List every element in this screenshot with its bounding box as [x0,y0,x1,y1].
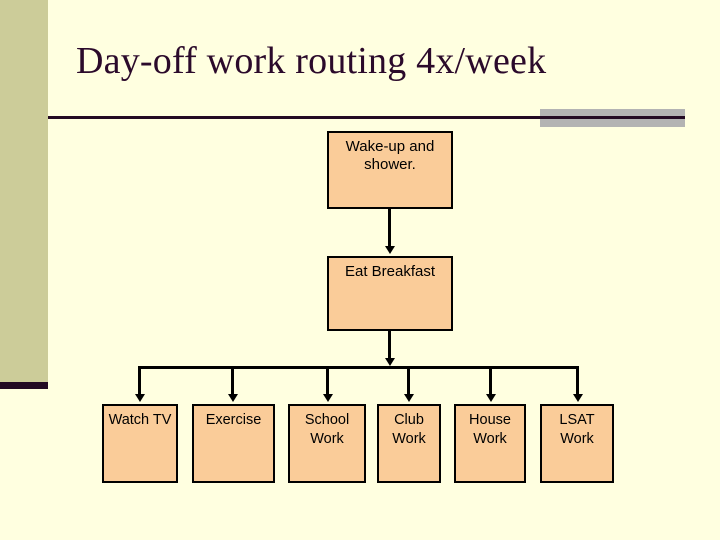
sidebar-foot-bar [0,382,48,389]
edge-bus-to-club-work-line [407,366,410,396]
edge-bus-to-watch-tv-line [138,366,141,396]
edge-bus-to-lsat-work-line [576,366,579,396]
flow-node-exercise[interactable]: Exercise [192,404,275,483]
edge-bus-to-exercise-arrow [228,394,238,402]
flow-node-school-work[interactable]: School Work [288,404,366,483]
edge-breakfast-to-bus-arrow [385,358,395,366]
edge-bus-to-school-work-arrow [323,394,333,402]
distribution-bus-line [138,366,579,369]
edge-bus-to-house-work-line [489,366,492,396]
edge-wakeup-to-breakfast-arrow [385,246,395,254]
flow-node-watch-tv[interactable]: Watch TV [102,404,178,483]
edge-bus-to-club-work-arrow [404,394,414,402]
flow-node-eat-breakfast[interactable]: Eat Breakfast [327,256,453,331]
flow-node-wake-up[interactable]: Wake-up and shower. [327,131,453,209]
page-title: Day-off work routing 4x/week [76,40,547,82]
title-underline-rule [48,116,685,119]
flow-node-club-work[interactable]: Club Work [377,404,441,483]
flow-node-house-work[interactable]: House Work [454,404,526,483]
edge-bus-to-exercise-line [231,366,234,396]
edge-wakeup-to-breakfast-line [388,209,391,248]
flow-node-lsat-work[interactable]: LSAT Work [540,404,614,483]
edge-bus-to-house-work-arrow [486,394,496,402]
edge-bus-to-school-work-line [326,366,329,396]
sidebar-band [0,0,48,382]
edge-bus-to-lsat-work-arrow [573,394,583,402]
edge-bus-to-watch-tv-arrow [135,394,145,402]
edge-breakfast-to-bus-line [388,331,391,359]
